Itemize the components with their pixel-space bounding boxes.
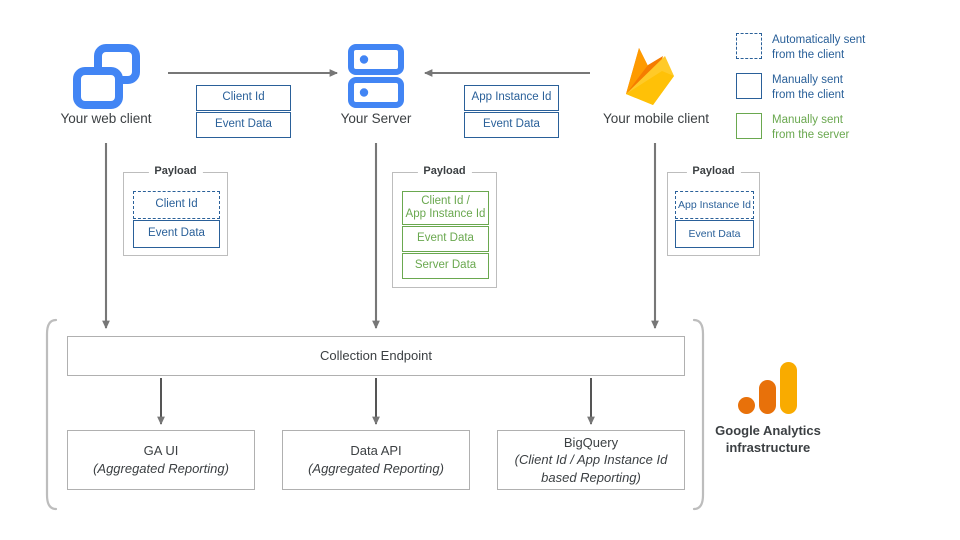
payload-mobile-title: Payload <box>686 165 741 177</box>
legend-item-2: Manually sent from the server <box>736 113 849 143</box>
legend-swatch-solid-blue <box>736 73 762 99</box>
legend-label-0: Automatically sent from the client <box>772 34 866 62</box>
transport-chip-mobile-1: Event Data <box>464 112 559 138</box>
payload-web-title: Payload <box>148 165 203 177</box>
output-title-bigquery: BigQuery <box>563 434 619 450</box>
payload-web-item-0: Client Id <box>133 191 220 219</box>
legend-item-1: Manually sent from the client <box>736 73 844 103</box>
transport-chip-web-1: Event Data <box>196 112 291 138</box>
web-client-label: Your web client <box>60 111 152 126</box>
output-subtitle-ga-ui: (Aggregated Reporting) <box>93 461 229 476</box>
server-icon <box>348 44 404 108</box>
transport-chip-mobile-0: App Instance Id <box>464 85 559 111</box>
output-title-data-api: Data API <box>350 443 402 459</box>
payload-mobile-item-1: Event Data <box>675 220 754 248</box>
output-subtitle-data-api: (Aggregated Reporting) <box>308 461 444 476</box>
payload-mobile-item-0: App Instance Id <box>675 191 754 219</box>
payload-server-item-1: Event Data <box>402 226 489 252</box>
legend-label-2: Manually sent from the server <box>772 114 850 142</box>
transport-chip-web-0: Client Id <box>196 85 291 111</box>
payload-server-title: Payload <box>417 165 472 177</box>
legend-swatch-solid-green <box>736 113 762 139</box>
legend-item-0: Automatically sent from the client <box>736 33 865 63</box>
collection-endpoint-box: Collection Endpoint <box>67 336 685 376</box>
legend-label-1: Manually sent from the client <box>772 74 845 102</box>
payload-server-item-2: Server Data <box>402 253 489 279</box>
output-subtitle-bigquery: (Client Id / App Instance Id based Repor… <box>514 452 668 485</box>
output-title-ga-ui: GA UI <box>143 443 179 459</box>
web-window-icon <box>72 42 140 110</box>
output-box-bigquery: BigQuery (Client Id / App Instance Id ba… <box>497 430 685 490</box>
output-box-ga-ui: GA UI (Aggregated Reporting) <box>67 430 255 490</box>
legend-swatch-dashed-blue <box>736 33 762 59</box>
payload-web: Payload Client Id Event Data <box>123 165 228 256</box>
payload-web-item-1: Event Data <box>133 220 220 248</box>
firebase-flame-icon <box>618 38 688 110</box>
ga-infrastructure-caption: Google Analytics infrastructure <box>715 423 821 455</box>
mobile-client-label: Your mobile client <box>602 111 710 126</box>
server-label: Your Server <box>340 111 412 126</box>
payload-server: Payload Client Id / App Instance Id Even… <box>392 165 497 288</box>
google-analytics-logo <box>736 360 800 418</box>
payload-server-item-0: Client Id / App Instance Id <box>402 191 489 225</box>
payload-mobile: Payload App Instance Id Event Data <box>667 165 760 256</box>
output-box-data-api: Data API (Aggregated Reporting) <box>282 430 470 490</box>
